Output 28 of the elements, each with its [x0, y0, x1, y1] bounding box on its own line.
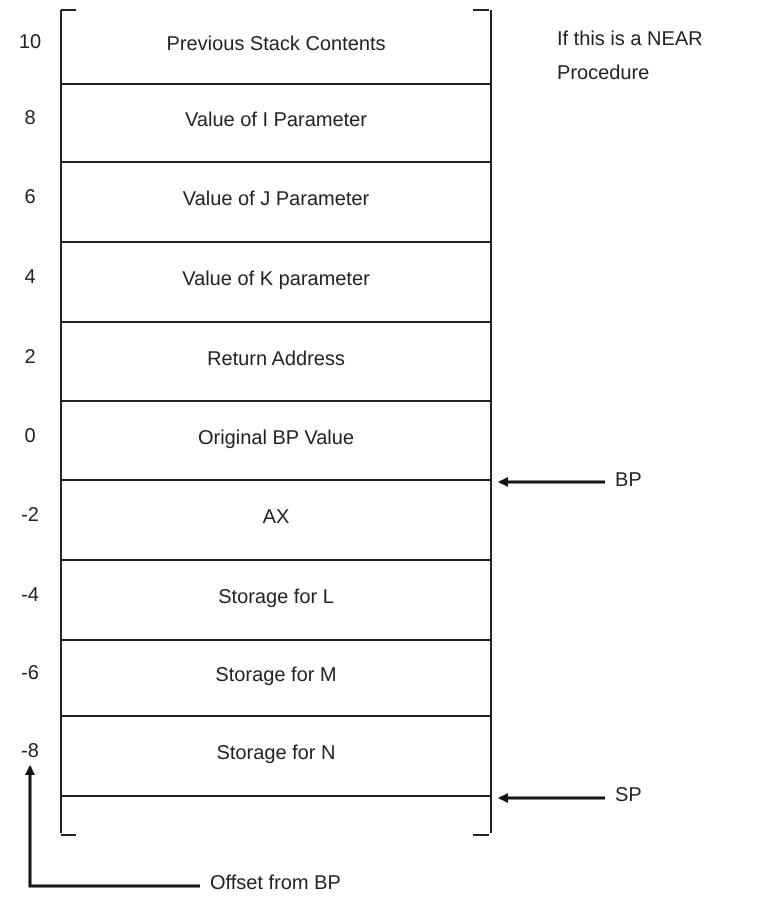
- arrow: [498, 477, 605, 487]
- offset-value: -2: [20, 504, 40, 527]
- cell-text: Previous Stack Contents: [166, 32, 386, 56]
- cell-text: Value of K parameter: [182, 268, 370, 291]
- offset-value: 6: [23, 186, 37, 209]
- cell-text: Storage for M: [215, 664, 337, 687]
- offset-value: -4: [20, 584, 40, 607]
- offset-value: 0: [23, 424, 37, 448]
- offset-value: -6: [20, 662, 40, 685]
- arrow: [25, 765, 200, 888]
- cell-text: Storage for N: [216, 742, 336, 765]
- note-text: If this is a NEAR Procedure: [557, 27, 704, 86]
- cell-text: Value of J Parameter: [182, 188, 370, 211]
- arrow: [498, 793, 605, 803]
- empty-stack-cell: [60, 797, 492, 833]
- offset-value: 4: [23, 266, 37, 289]
- offset-value: -8: [20, 740, 40, 763]
- cell-text: Return Address: [207, 348, 345, 370]
- pointer-label: BP: [615, 469, 642, 492]
- cell-text: Value of I Parameter: [185, 109, 367, 132]
- pointer-label: SP: [615, 784, 642, 807]
- offset-value: 2: [23, 346, 37, 368]
- offset-value: 8: [23, 107, 37, 130]
- offset-value: 10: [18, 30, 42, 54]
- pointer-label: Offset from BP: [210, 872, 341, 895]
- cell-text: Storage for L: [218, 586, 334, 609]
- cell-text: AX: [262, 506, 290, 529]
- cell-text: Original BP Value: [198, 426, 354, 450]
